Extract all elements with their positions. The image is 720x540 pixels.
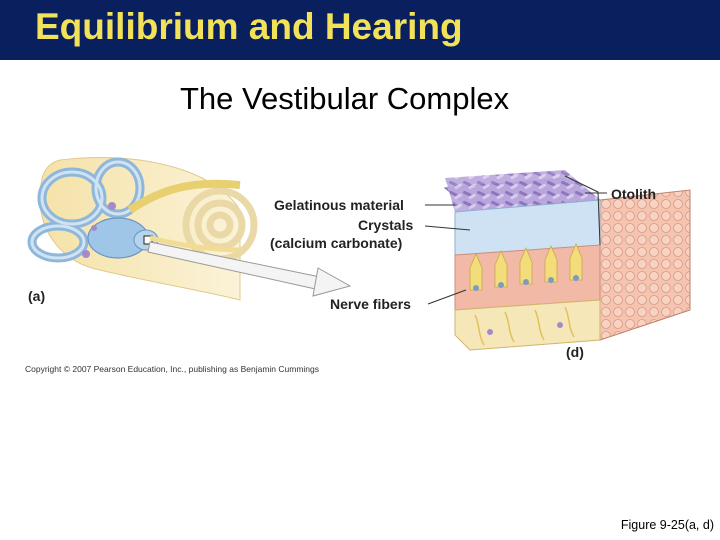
panel-d-label: (d) — [566, 344, 584, 360]
label-nerve-fibers: Nerve fibers — [330, 296, 411, 312]
title-bar: Equilibrium and Hearing — [0, 0, 720, 60]
figure-caption: Figure 9-25(a, d) — [620, 518, 714, 532]
leader-lines — [424, 192, 607, 305]
otolith-illustration — [443, 170, 691, 351]
vestibular-figure — [27, 157, 691, 351]
label-crystals: Crystals — [358, 217, 414, 233]
copyright-text: Copyright © 2007 Pearson Education, Inc.… — [25, 364, 320, 374]
inner-ear-illustration — [27, 157, 258, 301]
slide-subtitle: The Vestibular Complex — [180, 81, 510, 116]
pointer-arrow — [147, 241, 352, 297]
slide-title: Equilibrium and Hearing — [35, 6, 463, 47]
panel-a-label: (a) — [28, 288, 46, 304]
label-calcium-carbonate: (calcium carbonate) — [270, 235, 403, 251]
label-gelatinous-material: Gelatinous material — [274, 197, 404, 213]
label-otolith: Otolith — [611, 186, 657, 202]
